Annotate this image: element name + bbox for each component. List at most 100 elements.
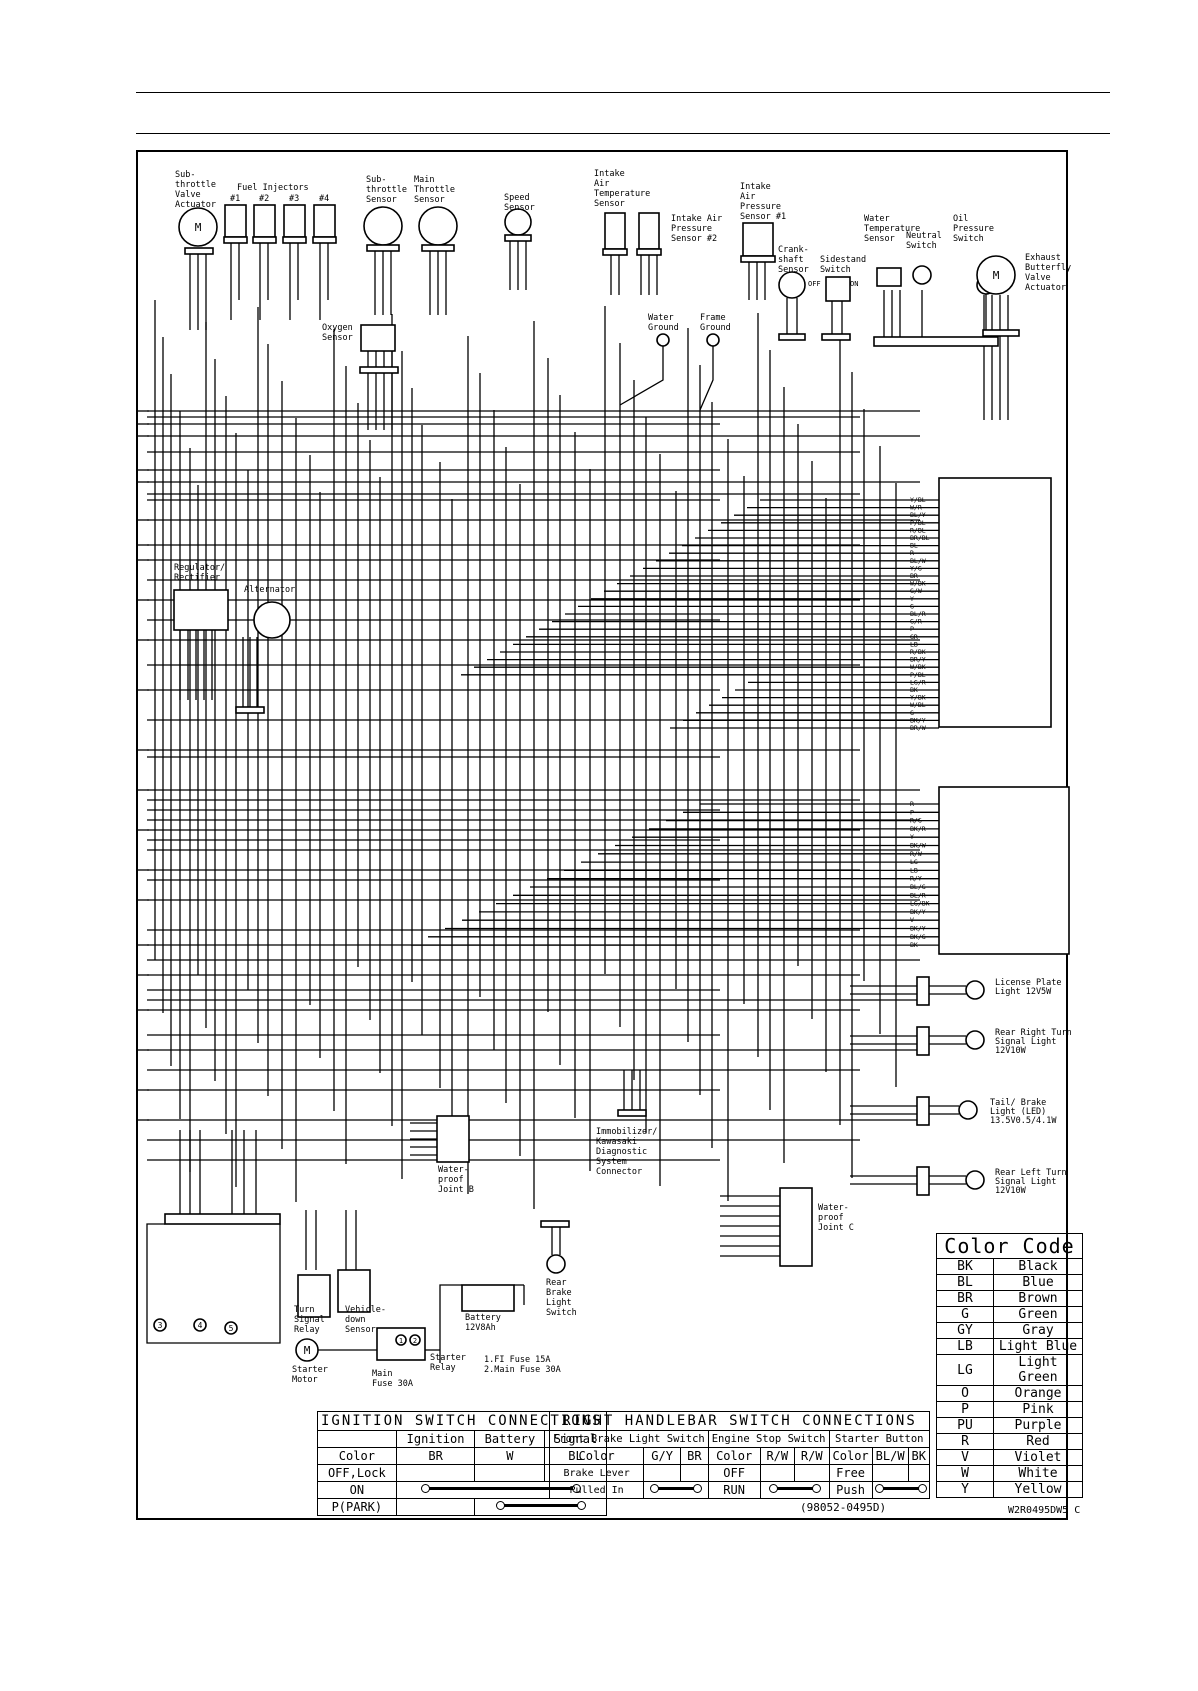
connector: [602, 248, 628, 256]
water-ground-label: Water: [648, 313, 674, 323]
exhaust-actuator-label: Valve: [1025, 273, 1051, 283]
ecu-pin-label: G: [910, 602, 914, 610]
sidestand-switch: [825, 276, 851, 302]
ecu-pin-label: BL/G: [910, 883, 926, 891]
main-fuse-label: Main: [372, 1369, 392, 1379]
sidestand-switch-label: Switch: [820, 265, 851, 275]
ecu-pin-label: BK: [910, 686, 918, 694]
starter-motor-label: Motor: [292, 1375, 318, 1385]
ign-r1: ON: [317, 1481, 397, 1499]
connector: [359, 366, 399, 374]
connector: [282, 236, 307, 244]
label-rear_right_turn: Signal Light: [995, 1037, 1056, 1047]
handlebar-table-title: RIGHT HANDLEBAR SWITCH CONNECTIONS: [549, 1411, 930, 1431]
water-temp-sensor-label: Sensor: [864, 234, 895, 244]
intake-air-temp-label: Sensor: [594, 199, 625, 209]
ecu-pin-label: R: [910, 800, 914, 808]
color-abbr: BK: [936, 1258, 994, 1275]
fuel-injectors-label: Fuel Injectors: [237, 183, 309, 193]
circle-number-label: 4: [198, 1321, 203, 1330]
ign-r2: P(PARK): [317, 1498, 397, 1516]
hb-r0-2: Free: [828, 1464, 873, 1482]
intake-air-temp-label: Intake: [594, 169, 625, 179]
hb-group-1: Engine Stop Switch: [707, 1430, 830, 1448]
ignition-switch-table: IGNITION SWITCH CONNECTIONS Ignition Bat…: [317, 1411, 607, 1516]
circle-number: [153, 1318, 167, 1332]
ign-c1: BR: [395, 1447, 476, 1465]
components: [153, 204, 1070, 1362]
oxygen-sensor-label: Oxygen: [322, 323, 353, 333]
lamp: [965, 980, 985, 1000]
connector: [312, 236, 337, 244]
ignition-switch-outline: [146, 1223, 281, 1344]
hb-r1-0: Pulled In: [548, 1481, 645, 1499]
ecu-pin-label: Y/BK: [910, 694, 926, 702]
intake-air-temp-sensor: [604, 212, 626, 250]
sidestand-switch-label: Sidestand: [820, 255, 866, 265]
color-name: Light Blue: [993, 1338, 1083, 1355]
starter-relay-label: Starter: [430, 1353, 466, 1363]
vehicle-down-sensor-label: down: [345, 1315, 365, 1325]
color-name: Green: [993, 1306, 1083, 1323]
vehicle-down-sensor-label: Sensor: [345, 1325, 376, 1335]
ecu-pin-label: LB: [910, 866, 918, 874]
switch-bar: [768, 1484, 821, 1493]
switch-bar: [495, 1501, 586, 1510]
color-name: Violet: [993, 1449, 1083, 1466]
color-abbr: LG: [936, 1354, 994, 1386]
hb-r0-0: Brake Lever: [548, 1464, 645, 1482]
ecu-pin-label: BK/Y: [910, 908, 926, 916]
ecu-pin-label: BK: [910, 941, 918, 949]
intake-air-temp-label: Air: [594, 179, 609, 189]
rear-brake-switch-label: Switch: [546, 1308, 577, 1318]
document-code: W2R0495DW5 C: [1008, 1505, 1081, 1516]
injector-number-label: #4: [319, 194, 329, 204]
joint-b-label: Water-: [438, 1165, 469, 1175]
color-name: Purple: [993, 1417, 1083, 1434]
hb-c3: Color: [707, 1447, 761, 1465]
ecu-lower: [938, 786, 1070, 955]
fuse-mark-label: 2: [413, 1337, 417, 1345]
frame-ground-label: Frame: [700, 313, 726, 323]
connector: [366, 244, 400, 252]
wires: [137, 241, 1009, 1363]
hb-c6: Color: [828, 1447, 873, 1465]
fuel-injector: [253, 204, 276, 238]
ecu-pin-label: BR/W: [910, 724, 926, 732]
color-name: Light Green: [993, 1354, 1083, 1386]
main-fuse-label: Fuse 30A: [372, 1379, 413, 1389]
ecu-upper: [938, 477, 1052, 728]
immobilizer-label: Immobilizer/: [596, 1127, 657, 1137]
regulator-rectifier: [173, 589, 229, 631]
ecu-pin-label: W/BK: [910, 580, 926, 588]
label-rear_left_turn: 12V10W: [995, 1186, 1027, 1196]
joint-c-label: Water-: [818, 1203, 849, 1213]
intake-air-pressure1-label: Pressure: [740, 202, 781, 212]
oil-pressure-switch-label: Oil: [953, 214, 968, 224]
motor-m-label: M: [993, 269, 1000, 282]
ecu-pin-label: R: [910, 549, 914, 557]
intake-air-pressure2-label: Intake Air: [671, 214, 722, 224]
motor-m-label: M: [304, 1344, 311, 1357]
ignition-table-title: IGNITION SWITCH CONNECTIONS: [317, 1411, 607, 1431]
label-rear_left_turn: Signal Light: [995, 1177, 1056, 1187]
sidestand-off-label: OFF: [808, 280, 821, 288]
subthrottle-actuator-label: throttle: [175, 180, 216, 190]
turn-signal-relay-label: Turn: [294, 1305, 314, 1315]
intake-air-pressure-sensor-2: [638, 212, 660, 250]
ecu-pin-label: G/R: [910, 618, 922, 626]
color-abbr: G: [936, 1306, 994, 1323]
ecu-pin-label: P: [910, 808, 914, 816]
ecu-pin-label: Y/G: [910, 564, 922, 572]
ecu-pin-label: P/BL: [910, 671, 926, 679]
color-name: Gray: [993, 1322, 1083, 1339]
alternator-label: Alternator: [244, 585, 295, 595]
ign-r0: OFF,Lock: [317, 1464, 397, 1482]
intake-air-pressure1-label: Air: [740, 192, 755, 202]
